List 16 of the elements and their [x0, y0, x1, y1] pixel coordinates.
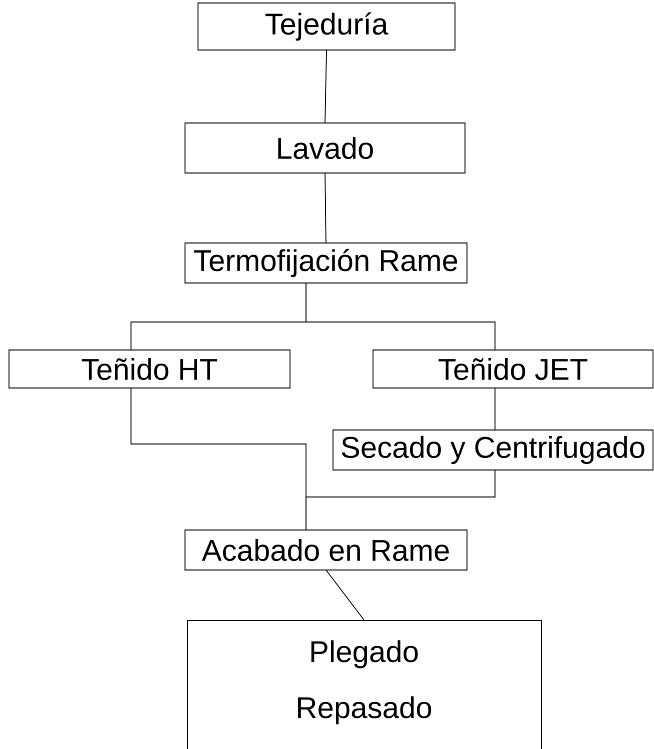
- connector-line: [494, 388, 496, 430]
- connector-line: [324, 172, 326, 244]
- process-box: Acabado en Rame: [184, 530, 468, 570]
- process-box: Termofijación Rame: [184, 242, 468, 284]
- node-label: Repasado: [298, 696, 432, 724]
- connector-line: [324, 50, 327, 124]
- process-box: Teñido HT: [8, 350, 290, 388]
- process-box: Lavado: [184, 122, 466, 174]
- process-box: Tejeduría: [198, 2, 456, 50]
- process-box: [187, 620, 542, 749]
- node-label: Plegado: [311, 640, 418, 668]
- process-box: Secado y Centrifugado: [332, 430, 654, 470]
- connector-line: [326, 570, 364, 620]
- connector-line: [306, 470, 496, 530]
- connector-line: [306, 282, 496, 350]
- process-box: Teñido JET: [372, 350, 654, 388]
